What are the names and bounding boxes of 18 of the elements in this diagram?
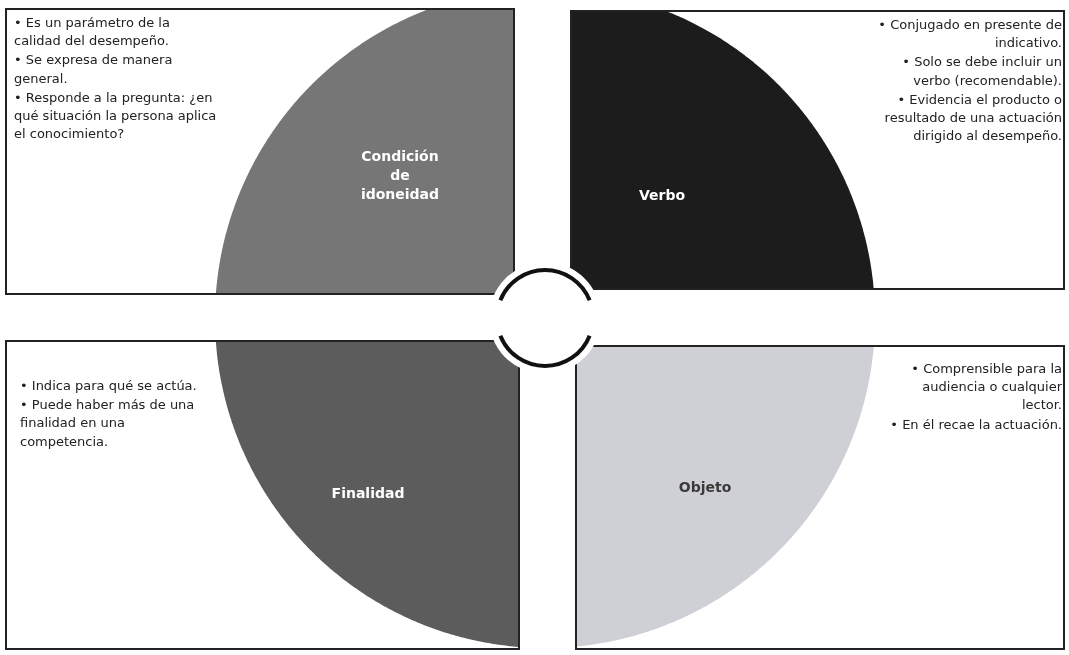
text-panel <box>575 345 1065 650</box>
bullet-point-text: • Evidencia el producto o resultado de una actuación dirigido al desempeño. <box>883 90 1062 146</box>
bullet-point-text: • Conjugado en presente de indicativo. <box>877 16 1062 53</box>
bullet-point-text: • En él recae la actuación. <box>889 415 1062 434</box>
bullet-point-text: • Se expresa de manera general. <box>14 51 174 88</box>
bullet-point-text: • Indica para qué se actúa. <box>20 377 198 395</box>
bullet-point-text: • Responde a la pregunta: ¿en qué situación la persona aplica el conocimiento? <box>14 88 218 144</box>
text-panel <box>570 10 1065 290</box>
bullet-point-text: • Es un parámetro de la calidad del desempeño. <box>14 14 171 51</box>
bullet-point-text: • Comprensible para la audiencia o cualquier lector. <box>910 360 1062 415</box>
bullet-point-text: • Puede haber más de una finalidad en una competencia. <box>20 396 196 451</box>
segment-label: Finalidad <box>330 483 406 503</box>
text-panel <box>5 8 515 295</box>
segment-label: Condición de idoneidad <box>359 146 441 204</box>
bullet-point-text: • Solo se debe incluir un verbo (recomendable). <box>901 53 1062 90</box>
segment-label: Objeto <box>677 477 733 497</box>
text-panel <box>5 340 520 650</box>
segment-label: Verbo <box>637 185 687 205</box>
